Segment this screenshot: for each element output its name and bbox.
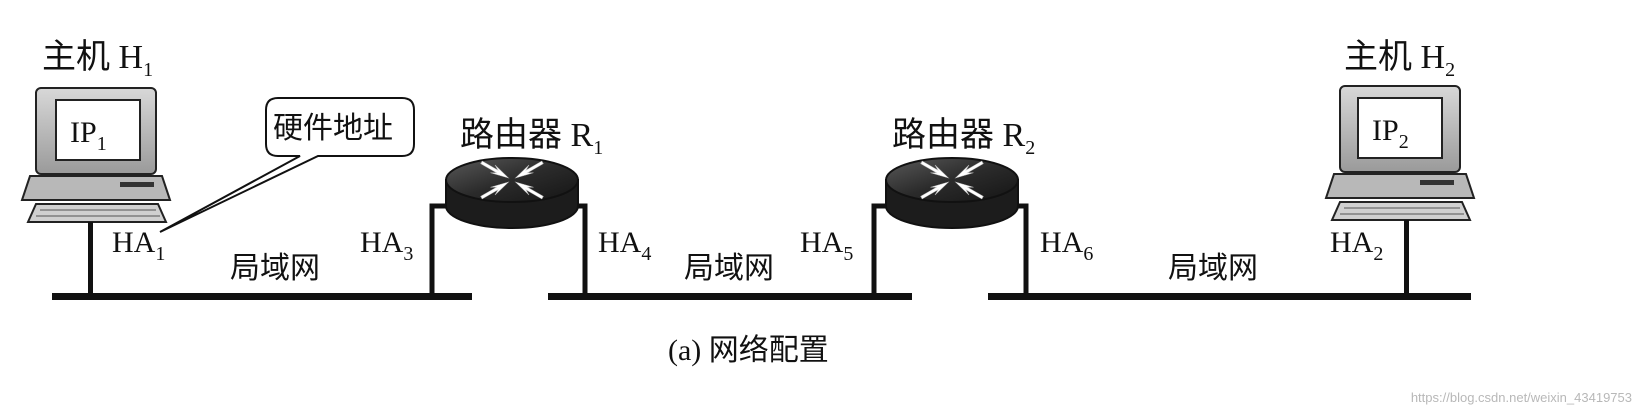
router-r1-right-ha: HA4 [598, 226, 651, 265]
router-r1-left-link [432, 206, 446, 296]
host-h1-ha: HA1 [112, 226, 165, 265]
router-icon [446, 158, 578, 228]
host-h1-label: 主机 H1 [42, 38, 153, 81]
lan-3-bus [988, 293, 1471, 300]
router-r1-label: 路由器 R1 [460, 116, 603, 159]
host-h2-label: 主机 H2 [1344, 38, 1455, 81]
router-r2-label: 路由器 R2 [892, 116, 1035, 159]
host-h2-ha: HA2 [1330, 226, 1383, 265]
router-r1-right-link [578, 206, 585, 296]
lan-2-label: 局域网 [684, 252, 774, 285]
lan-3-label: 局域网 [1168, 252, 1258, 285]
router-r1-left-ha: HA3 [360, 226, 413, 265]
callout-text: 硬件地址 [273, 112, 393, 145]
router-r2-right-link [1018, 206, 1026, 296]
router-r2-left-link [874, 206, 886, 296]
host-h1: 主机 H1 IP1 HA1 [22, 38, 170, 296]
computer-icon [22, 88, 170, 222]
router-r2: 路由器 R2 HA5 HA6 [800, 116, 1093, 296]
computer-icon [1326, 86, 1474, 220]
lan-2-bus [548, 293, 912, 300]
router-r2-left-ha: HA5 [800, 226, 853, 265]
router-icon [886, 158, 1018, 228]
host-h2: 主机 H2 IP2 HA2 [1326, 38, 1474, 296]
lan-1-bus [52, 293, 472, 300]
router-r2-right-ha: HA6 [1040, 226, 1093, 265]
figure-caption: (a) 网络配置 [668, 334, 829, 367]
hardware-address-callout: 硬件地址 [160, 98, 414, 232]
host-h2-link [1404, 220, 1409, 296]
watermark: https://blog.csdn.net/weixin_43419753 [1411, 390, 1632, 405]
lan-1-label: 局域网 [230, 252, 320, 285]
host-h1-link [88, 222, 93, 296]
